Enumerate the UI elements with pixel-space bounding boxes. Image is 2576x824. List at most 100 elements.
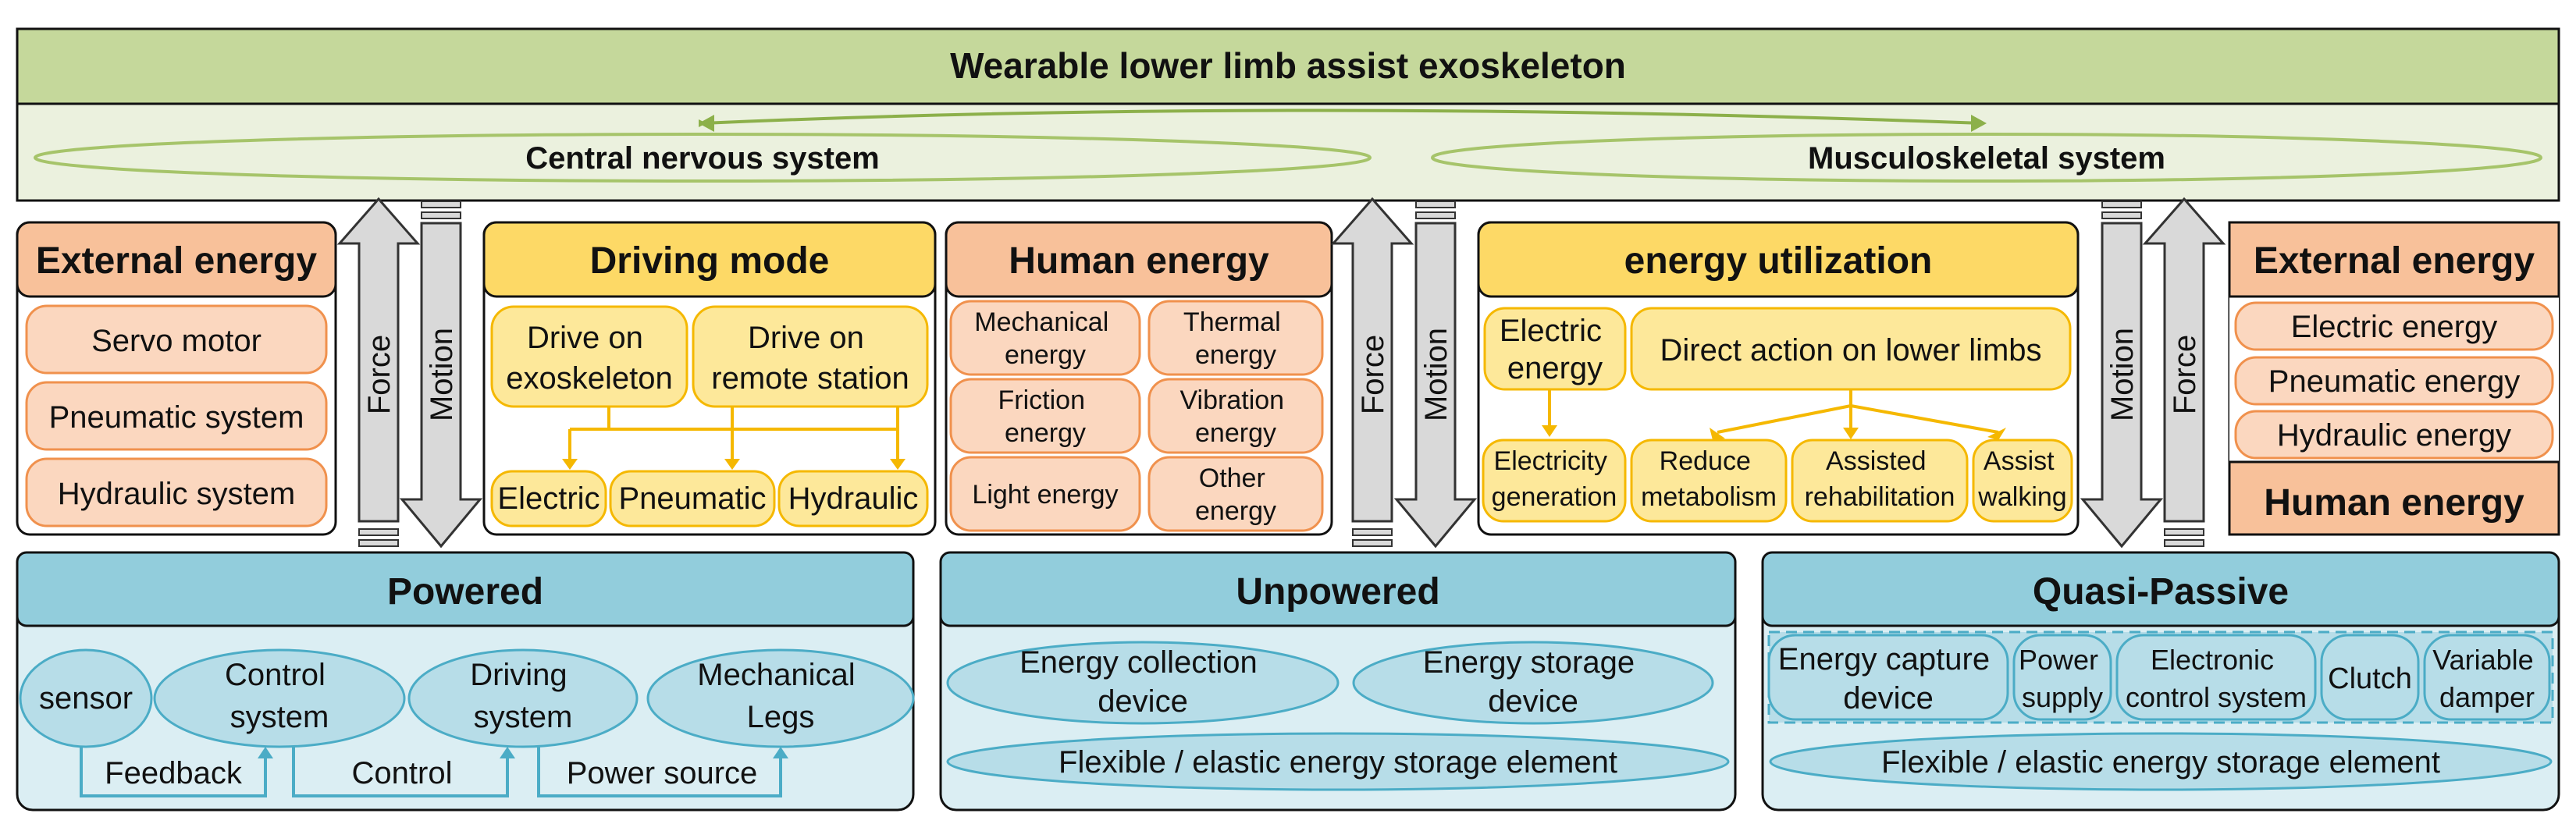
control-label: Control xyxy=(352,756,453,790)
neural-link-curve xyxy=(702,108,1984,125)
external-energy-right-panel: External energy Electric energy Pneumati… xyxy=(2228,221,2560,536)
electronic-control-system-label: Electronic control system xyxy=(2126,644,2307,713)
other-energy-box xyxy=(1147,456,1324,532)
drive-on-remote-station-label: Drive on remote station xyxy=(711,321,909,396)
electric-energy-box xyxy=(2234,301,2554,351)
unpowered-elastic-storage-node xyxy=(946,732,1730,791)
mechanical-energy-box xyxy=(949,300,1141,376)
drive-on-remote-station-box xyxy=(692,305,929,408)
unpowered-panel: Unpowered Energy collection device Energ… xyxy=(939,551,1737,812)
powered-panel: Powered sensor Control system Driving sy… xyxy=(16,551,915,812)
human-energy-right-footer: Human energy xyxy=(2264,482,2524,524)
direct-action-node-label: Direct action on lower limbs xyxy=(1660,333,2041,368)
pneumatic-system-label: Pneumatic system xyxy=(49,400,304,435)
electronic-control-system-node xyxy=(2115,634,2317,721)
hydraulic-drive-label: Hydraulic xyxy=(788,481,919,516)
hydraulic-energy-label: Hydraulic energy xyxy=(2277,418,2511,453)
pneumatic-energy-label: Pneumatic energy xyxy=(2268,364,2520,399)
pneumatic-energy-box xyxy=(2234,356,2554,406)
musculoskeletal-system-label: Musculoskeletal system xyxy=(1808,141,2165,176)
quasi-passive-elastic-storage-node xyxy=(1769,732,2553,791)
external-energy-left-header: External energy xyxy=(36,240,317,282)
energy-capture-device-node xyxy=(1767,634,2009,721)
hydraulic-energy-box xyxy=(2234,410,2554,460)
motion-arrow-2: Motion xyxy=(1393,201,1478,549)
thermal-energy-box xyxy=(1147,300,1324,376)
quasi-passive-panel: Quasi-Passive Energy capture device Powe… xyxy=(1761,551,2560,812)
electricity-generation-node xyxy=(1482,439,1627,523)
musculoskeletal-system-ellipse xyxy=(1431,133,2542,183)
force-arrow-2-label: Force xyxy=(1356,335,1390,414)
pneumatic-drive-label: Pneumatic xyxy=(619,481,767,516)
electric-drive-label: Electric xyxy=(497,481,600,516)
reduce-metabolism-node xyxy=(1630,439,1788,523)
pneumatic-drive-box xyxy=(609,470,776,527)
energy-collection-device-node xyxy=(946,641,1340,725)
clutch-label: Clutch xyxy=(2328,662,2412,695)
feedback-link xyxy=(80,747,267,797)
hydraulic-drive-box xyxy=(777,470,929,527)
friction-energy-box xyxy=(949,378,1141,454)
driving-system-label: Driving system xyxy=(470,658,576,734)
reduce-metabolism-label: Reduce metabolism xyxy=(1641,446,1777,512)
electricity-generation-label: Electricity generation xyxy=(1492,446,1617,512)
motion-arrow-3: Motion xyxy=(2080,201,2164,549)
motion-arrow-1-label: Motion xyxy=(425,328,459,421)
mechanical-legs-label: Mechanical Legs xyxy=(697,658,863,734)
variable-damper-label: Variable damper xyxy=(2432,644,2541,713)
unpowered-elastic-storage-label: Flexible / elastic energy storage elemen… xyxy=(1059,745,1617,780)
driving-mode-panel: Driving mode Drive on exoskeleton Drive … xyxy=(482,221,937,536)
pneumatic-system-box xyxy=(25,381,328,451)
driving-mode-header: Driving mode xyxy=(590,240,830,282)
thermal-energy-label: Thermal energy xyxy=(1183,307,1288,370)
variable-damper-node xyxy=(2423,634,2551,721)
diagram-title: Wearable lower limb assist exoskeleton xyxy=(950,45,1626,86)
quasi-passive-elastic-storage-label: Flexible / elastic energy storage elemen… xyxy=(1881,745,2440,780)
powered-header: Powered xyxy=(387,571,543,613)
hydraulic-system-box xyxy=(25,457,328,527)
hydraulic-system-label: Hydraulic system xyxy=(58,477,296,511)
light-energy-box xyxy=(949,456,1141,532)
power-supply-node xyxy=(2012,634,2112,721)
unpowered-header: Unpowered xyxy=(1236,571,1439,613)
power-source-label: Power source xyxy=(567,756,758,790)
light-energy-label: Light energy xyxy=(972,480,1118,510)
energy-storage-device-label: Energy storage device xyxy=(1423,645,1643,719)
energy-collection-device-label: Energy collection device xyxy=(1019,645,1266,719)
assist-walking-node xyxy=(1972,439,2073,523)
human-energy-header: Human energy xyxy=(1009,240,1269,282)
clutch-node xyxy=(2320,634,2420,721)
motion-arrow-2-label: Motion xyxy=(1419,328,1453,421)
power-source-link xyxy=(537,747,782,797)
neural-link-arrowhead-right xyxy=(1971,115,1987,132)
driving-mode-connector xyxy=(568,407,899,459)
electric-energy-node xyxy=(1483,307,1627,391)
drive-on-exoskeleton-box xyxy=(490,305,688,408)
electric-drive-box xyxy=(490,470,607,527)
other-energy-label: Other energy xyxy=(1195,464,1276,526)
energy-storage-device-node xyxy=(1352,641,1714,725)
control-link xyxy=(292,747,509,797)
vibration-energy-label: Vibration energy xyxy=(1179,385,1291,448)
electric-energy-label: Electric energy xyxy=(2291,310,2498,344)
motion-arrow-3-label: Motion xyxy=(2105,328,2140,421)
energy-utilization-panel: energy utilization Electric energy Direc… xyxy=(1477,221,2080,536)
direct-action-fan-lines xyxy=(1717,389,1999,434)
external-energy-right-header: External energy xyxy=(2254,240,2535,282)
force-arrow-1-label: Force xyxy=(362,335,397,414)
force-arrow-3: Force xyxy=(2142,197,2226,547)
systems-band: Central nervous system Musculoskeletal s… xyxy=(16,102,2560,202)
power-supply-label: Power supply xyxy=(2019,644,2106,713)
mechanical-energy-label: Mechanical energy xyxy=(974,307,1115,370)
human-energy-panel: Human energy Mechanical energy Thermal e… xyxy=(945,221,1333,536)
sensor-node xyxy=(19,648,153,748)
assist-walking-label: Assist walking xyxy=(1977,446,2066,512)
servo-motor-box xyxy=(25,304,328,375)
motion-arrow-1: Motion xyxy=(399,201,483,549)
friction-energy-label: Friction energy xyxy=(998,385,1093,448)
neural-link-arrowhead-left xyxy=(699,115,714,132)
assisted-rehabilitation-node xyxy=(1791,439,1969,523)
quasi-passive-header: Quasi-Passive xyxy=(2033,571,2289,613)
force-arrow-2: Force xyxy=(1330,197,1414,547)
